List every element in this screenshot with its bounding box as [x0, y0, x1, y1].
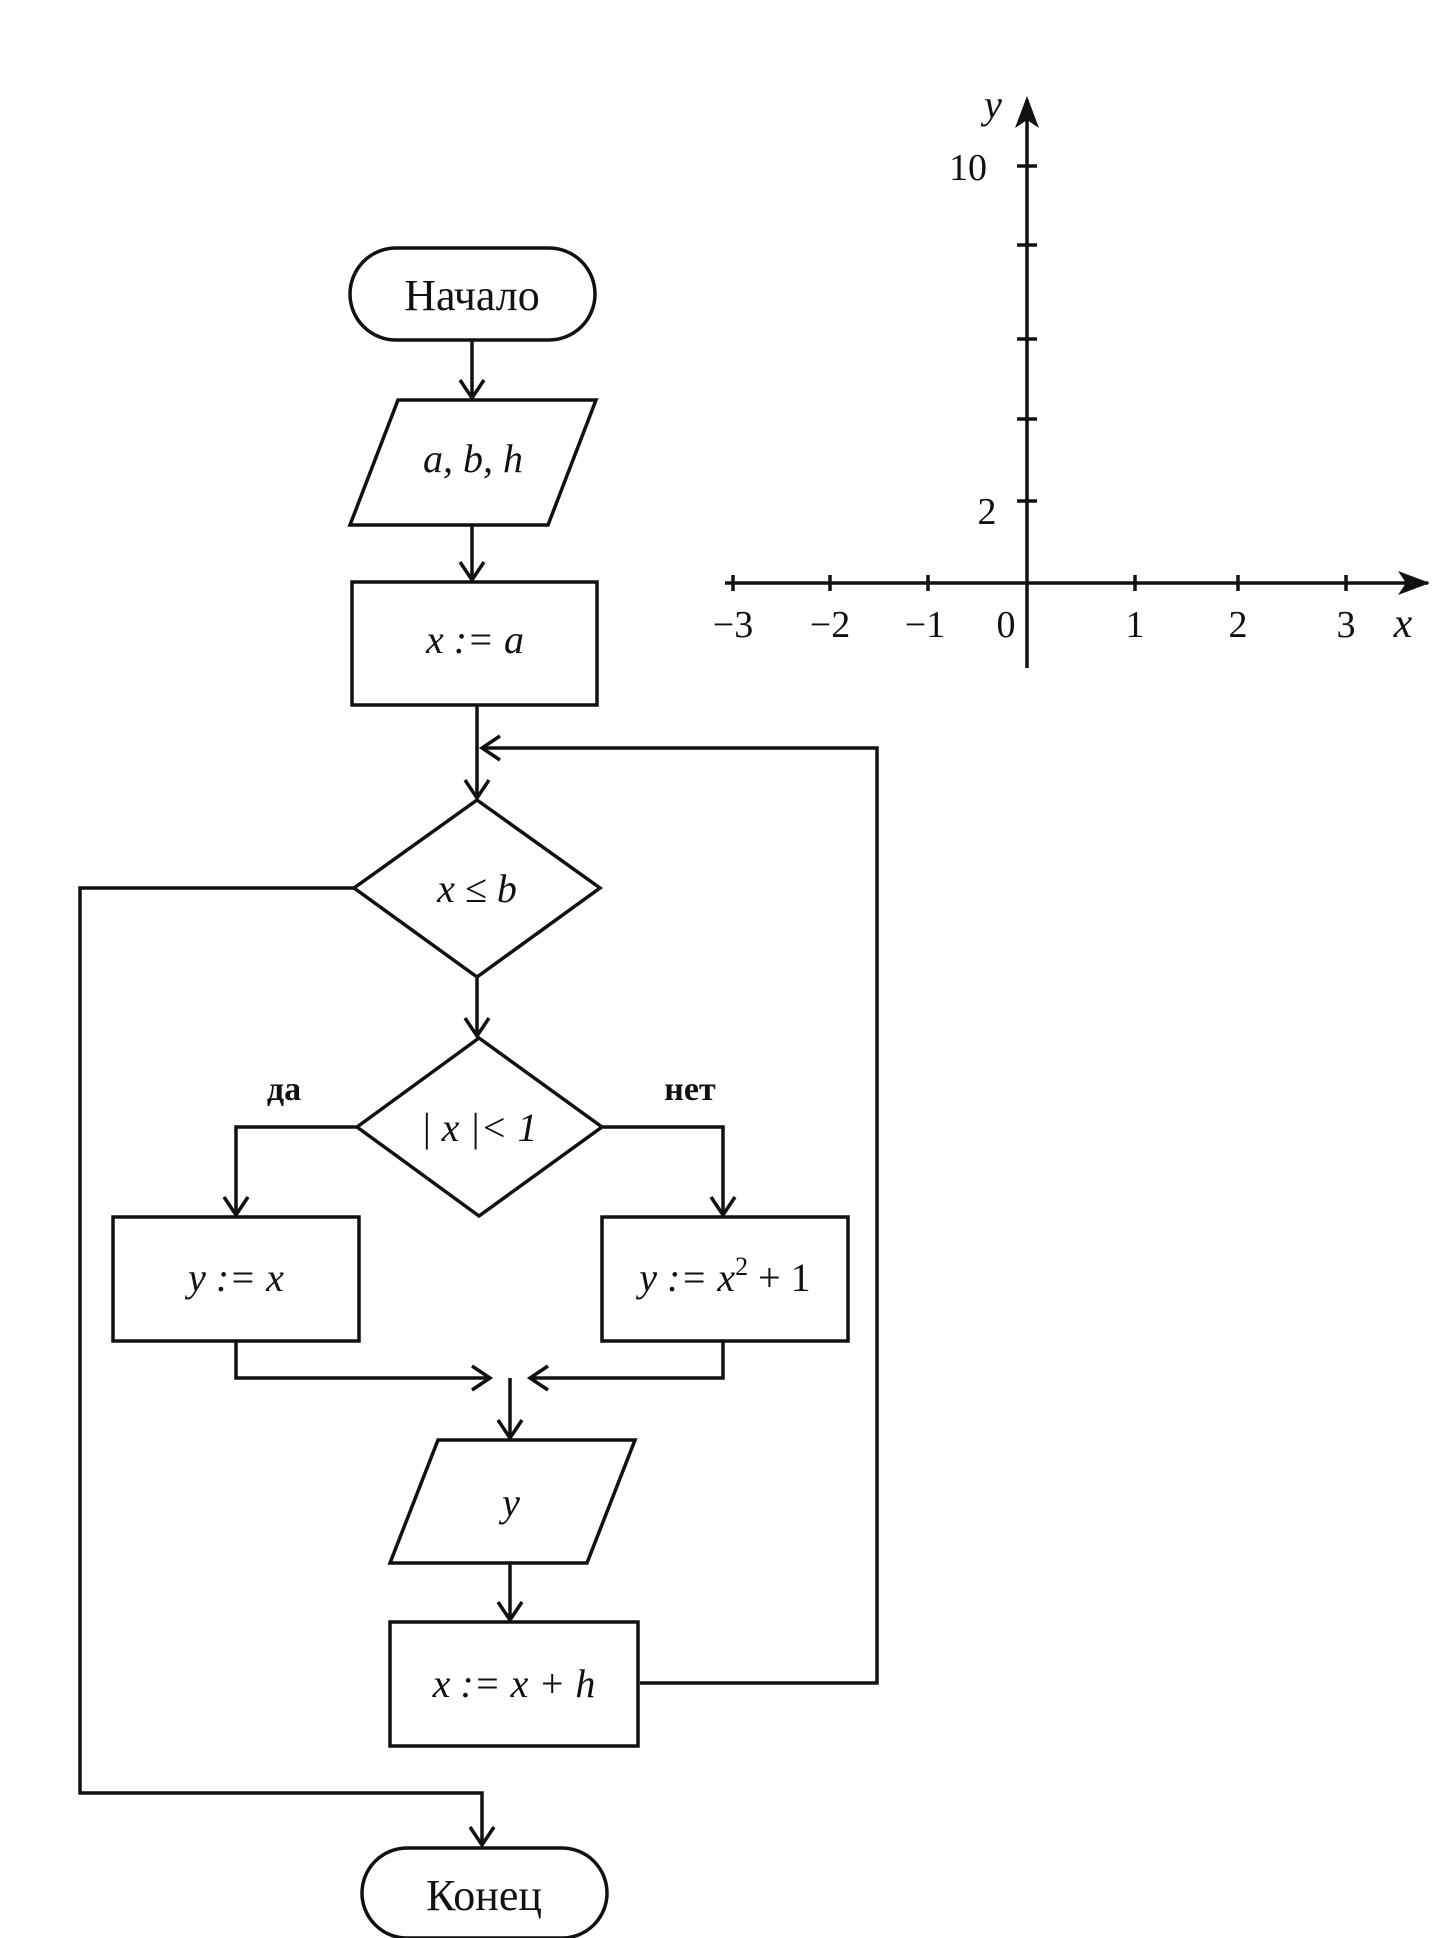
arrowhead: [496, 1419, 524, 1442]
arrowhead: [458, 379, 486, 402]
x-tick-label: 1: [1126, 604, 1145, 646]
input-block: a, b, h: [347, 398, 599, 527]
y-tick-label: 2: [978, 491, 997, 533]
arrowhead: [526, 1364, 549, 1392]
arrowhead: [458, 561, 486, 584]
arrowhead: [468, 1826, 496, 1849]
no-action-suffix: + 1: [748, 1255, 811, 1300]
y-axis-label: y: [980, 82, 1002, 127]
branch-condition-label: | x |< 1: [421, 1105, 538, 1150]
branch-decision: | x |< 1: [354, 1035, 605, 1219]
no-action-block: y := x2 + 1: [600, 1215, 850, 1343]
end-terminal: Конец: [360, 1846, 609, 1938]
x-tick-label: 2: [1229, 604, 1248, 646]
x-tick-label: −2: [810, 604, 850, 646]
merge-right-line: [530, 1341, 725, 1380]
init-block: x := a: [350, 580, 599, 707]
no-action-exponent: 2: [735, 1252, 748, 1281]
loop-condition-label: x ≤ b: [436, 866, 517, 911]
y-axis-arrow: [1015, 96, 1039, 128]
no-action-prefix: y := x: [635, 1255, 735, 1300]
increment-label: x := x + h: [432, 1661, 596, 1706]
y-tick-label: 10: [949, 147, 987, 189]
x-tick-label: −1: [905, 604, 945, 646]
arrowhead: [222, 1196, 250, 1219]
arrowhead: [463, 1017, 491, 1040]
arrowhead: [478, 734, 501, 762]
yes-action-label: y := x: [184, 1255, 284, 1300]
init-label: x := a: [425, 617, 524, 662]
loop-decision: x ≤ b: [351, 797, 603, 980]
end-label: Конец: [426, 1871, 542, 1920]
yes-label: да: [267, 1071, 301, 1108]
input-label: a, b, h: [423, 436, 523, 481]
start-terminal: Начало: [348, 246, 597, 342]
output-block: y: [387, 1438, 638, 1565]
origin-label: 0: [997, 604, 1016, 646]
merge-left-line: [234, 1341, 490, 1380]
yes-branch-line: [234, 1125, 357, 1215]
x-axis-label: x: [1393, 601, 1413, 647]
yes-action-block: y := x: [111, 1215, 361, 1343]
no-action-label: y := x2 + 1: [635, 1252, 810, 1300]
no-label: нет: [664, 1071, 716, 1108]
loop-back-line: [482, 746, 879, 1685]
x-tick-label: 3: [1337, 604, 1356, 646]
arrowhead: [471, 1364, 494, 1392]
coordinate-axes: −3 −2 −1 0 1 2 3 x 2 10 y: [713, 82, 1430, 668]
no-branch-line: [602, 1125, 725, 1215]
increment-block: x := x + h: [388, 1620, 640, 1748]
output-label: y: [498, 1480, 520, 1525]
arrowhead: [709, 1196, 737, 1219]
x-axis-arrow: [1398, 571, 1430, 595]
arrowhead: [496, 1601, 524, 1624]
start-label: Начало: [404, 271, 540, 320]
exit-branch-line: [78, 886, 484, 1845]
x-tick-label: −3: [713, 604, 753, 646]
